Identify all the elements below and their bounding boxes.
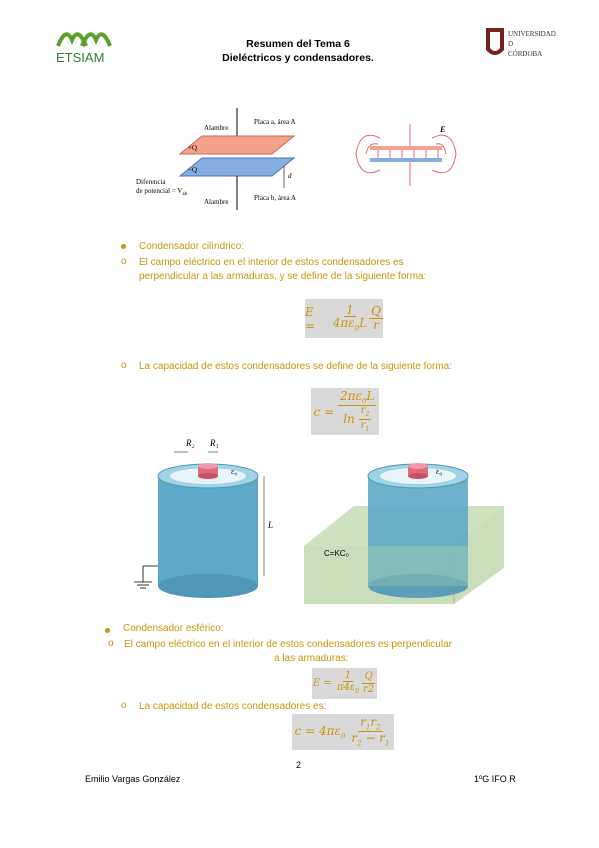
spherical-item1: El campo eléctrico en el interior de est…: [124, 638, 514, 666]
cylindrical-heading: Condensador cilíndrico:: [139, 241, 245, 252]
cylindrical-item1-line2: perpendicular a las armaduras, y se defi…: [139, 271, 427, 282]
spherical-item1-line2: a las armaduras:: [274, 653, 349, 664]
label-placa-a: Placa a, área A: [254, 118, 296, 126]
spherical-heading: Condensador esférico:: [123, 623, 224, 634]
svg-text:D: D: [508, 40, 513, 48]
label-placa-b: Placa b, área A: [254, 194, 296, 202]
cylindrical-item1-line1: El campo eléctrico en el interior de est…: [139, 257, 404, 268]
footer-author: Emilio Vargas González: [85, 774, 181, 784]
header-title-line2: Dieléctricos y condensadores.: [222, 52, 374, 64]
header-title-line1: Resumen del Tema 6: [246, 38, 350, 50]
footer-course: 1ºG IFO R: [474, 774, 516, 784]
parallel-plate-figure: Alambre Placa a, área A +Q −Q d Diferenc…: [136, 108, 296, 210]
cylindrical-item1: El campo eléctrico en el interior de est…: [139, 256, 519, 284]
label-eps0-right: ε₀: [436, 467, 442, 476]
label-d: d: [288, 172, 292, 180]
label-diferencia-1: Diferencia: [136, 178, 166, 186]
university-cordoba-logo: UNIVERSIDAD D CÓRDOBA: [486, 28, 556, 58]
document-header-title: Resumen del Tema 6 Dieléctricos y conden…: [180, 37, 416, 65]
label-r2: R₂: [185, 438, 195, 448]
sub-bullet-4: o: [121, 700, 127, 711]
etsiam-logo: ETSIAM: [56, 32, 112, 64]
etsiam-logo-text: ETSIAM: [56, 50, 104, 64]
spherical-item1-line1: El campo eléctrico en el interior de est…: [124, 639, 452, 650]
label-plus-q: +Q: [188, 144, 197, 152]
label-diferencia-2: de potencial = Vab: [136, 187, 188, 197]
field-label-e: E: [439, 125, 445, 134]
bullet-spherical: [105, 628, 110, 633]
svg-text:CÓRDOBA: CÓRDOBA: [508, 50, 542, 58]
label-minus-q: −Q: [188, 166, 197, 174]
sub-bullet-1: o: [121, 256, 127, 267]
spherical-item2: La capacidad de estos condensadores es:: [139, 701, 327, 712]
bullet-cylindrical: [121, 244, 126, 249]
label-c-kc0: C=KC₀: [324, 549, 349, 558]
sub-bullet-3: o: [108, 638, 114, 649]
label-alambre-top: Alambre: [204, 124, 229, 132]
label-length: L: [267, 520, 273, 530]
cylinder-capacitor-figure: R₂ R₁ ε₀ L ε₀ C=KC₀: [134, 438, 504, 604]
svg-text:UNIVERSIDAD: UNIVERSIDAD: [508, 30, 556, 38]
page-number: 2: [296, 760, 302, 770]
label-eps0-left: ε₀: [231, 467, 237, 476]
cylindrical-item2: La capacidad de estos condensadores se d…: [139, 361, 452, 372]
label-alambre-bottom: Alambre: [204, 198, 229, 206]
field-lines-figure: E: [355, 124, 457, 186]
label-r1: R₁: [209, 438, 219, 448]
sub-bullet-2: o: [121, 360, 127, 371]
